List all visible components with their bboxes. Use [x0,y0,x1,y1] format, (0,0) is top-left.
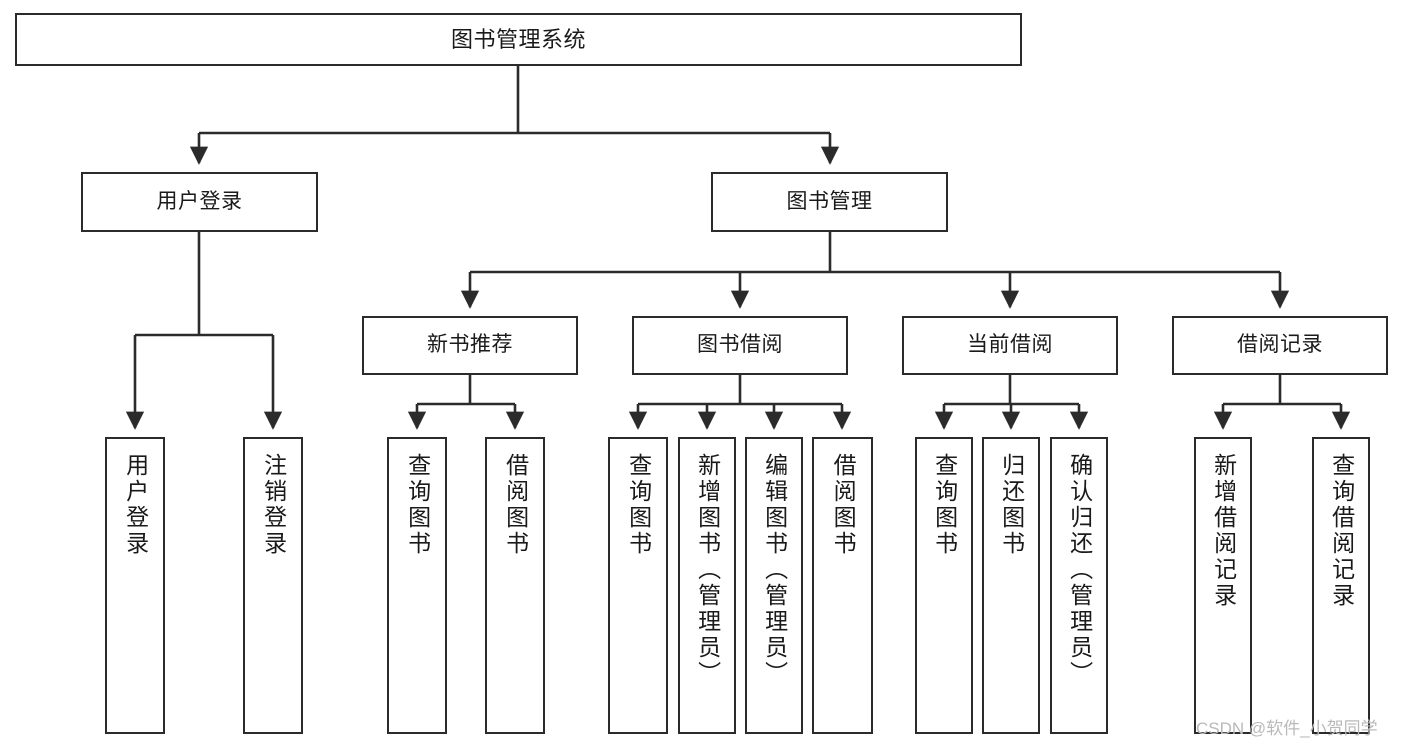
node-leaf-query-book-1[interactable]: 查询图书 [387,437,447,734]
node-new-book-recommend[interactable]: 新书推荐 [362,316,578,375]
node-current-borrow-label: 当前借阅 [967,333,1053,357]
node-leaf-add-book-admin[interactable]: 新增图书（管理员） [678,437,736,734]
node-leaf-borrow-book-2-label: 借阅图书 [830,453,857,557]
node-leaf-user-login[interactable]: 用户登录 [105,437,165,734]
node-book-management-label: 图书管理 [786,189,873,213]
node-leaf-query-book-1-label: 查询图书 [404,453,431,557]
node-leaf-query-book-2-label: 查询图书 [625,453,652,557]
node-leaf-add-borrow-record-label: 新增借阅记录 [1210,453,1237,609]
node-leaf-confirm-return-admin[interactable]: 确认归还（管理员） [1050,437,1108,734]
node-leaf-query-book-3-label: 查询图书 [931,453,958,557]
node-leaf-confirm-return-admin-label: 确认归还（管理员） [1066,453,1093,687]
node-leaf-return-book[interactable]: 归还图书 [982,437,1040,734]
node-leaf-add-book-admin-label: 新增图书（管理员） [694,453,721,687]
node-leaf-logout-label: 注销登录 [260,453,287,557]
node-book-borrow-label: 图书借阅 [697,333,783,357]
node-borrow-record[interactable]: 借阅记录 [1172,316,1388,375]
node-leaf-return-book-label: 归还图书 [998,453,1025,557]
node-leaf-logout[interactable]: 注销登录 [243,437,303,734]
node-leaf-borrow-book-1[interactable]: 借阅图书 [485,437,545,734]
node-leaf-add-borrow-record[interactable]: 新增借阅记录 [1194,437,1252,734]
node-user-login[interactable]: 用户登录 [81,172,318,232]
node-book-borrow[interactable]: 图书借阅 [632,316,848,375]
node-root[interactable]: 图书管理系统 [15,13,1022,66]
node-leaf-query-book-3[interactable]: 查询图书 [915,437,973,734]
node-leaf-user-login-label: 用户登录 [122,453,149,557]
node-root-label: 图书管理系统 [450,26,586,52]
node-leaf-borrow-book-2[interactable]: 借阅图书 [812,437,873,734]
node-new-book-recommend-label: 新书推荐 [427,333,513,357]
node-book-management[interactable]: 图书管理 [711,172,948,232]
node-leaf-edit-book-admin-label: 编辑图书（管理员） [761,453,788,687]
csdn-watermark: CSDN @软件_小贺同学 [1196,719,1378,738]
node-user-login-label: 用户登录 [156,189,243,213]
node-current-borrow[interactable]: 当前借阅 [902,316,1118,375]
node-borrow-record-label: 借阅记录 [1237,333,1323,357]
node-leaf-query-borrow-record[interactable]: 查询借阅记录 [1312,437,1370,734]
node-leaf-edit-book-admin[interactable]: 编辑图书（管理员） [745,437,803,734]
node-leaf-query-borrow-record-label: 查询借阅记录 [1328,453,1355,609]
node-leaf-borrow-book-1-label: 借阅图书 [502,453,529,557]
node-leaf-query-book-2[interactable]: 查询图书 [608,437,668,734]
